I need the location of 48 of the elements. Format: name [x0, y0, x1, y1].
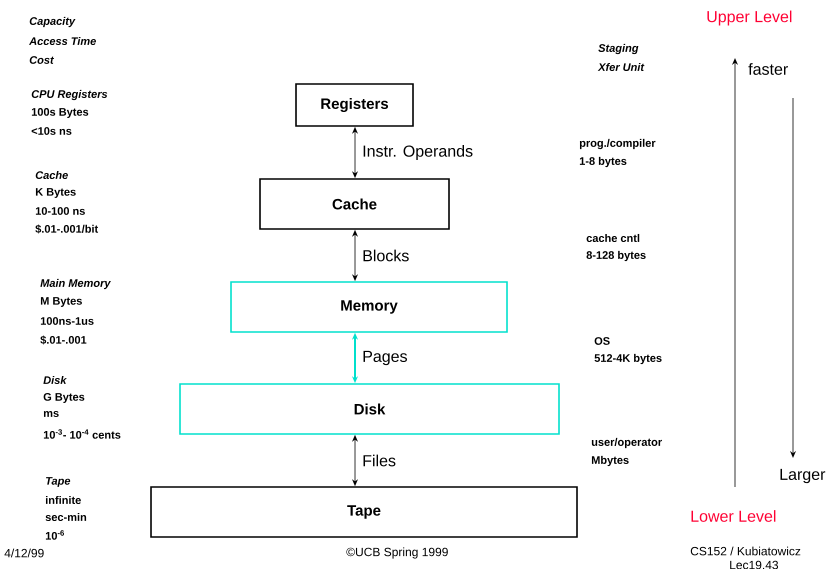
footer-text: Lec19.43 [730, 560, 778, 569]
level-label: Lower Level [692, 510, 776, 522]
column-heading: Cost [30, 56, 54, 64]
column-heading: Xfer Unit [598, 62, 644, 72]
attribute-text: cache cntl [586, 234, 640, 242]
column-heading: Cache [36, 170, 68, 180]
column-heading: Tape [46, 477, 70, 487]
memory-level-box: Memory [230, 281, 508, 333]
attribute-text: 10-100 ns [36, 207, 85, 215]
attribute-text: 10$^{-3}$- 10$^{-4}$ cents [44, 429, 120, 439]
attribute-text: prog./compiler [580, 138, 656, 150]
attribute-text: 512-4K bytes [594, 354, 662, 364]
edge-label: Instr. Operands [364, 145, 472, 160]
attribute-text: 100ns-1us [40, 317, 94, 325]
attribute-text: $.01-.001 [40, 336, 86, 344]
column-heading: Main Memory [40, 278, 111, 290]
direction-label: Larger [780, 468, 826, 484]
direction-label: faster [748, 63, 788, 75]
attribute-text: 10$^{-6}$ [46, 530, 64, 540]
column-heading: Access Time [29, 36, 96, 46]
column-heading: CPU Registers [32, 90, 108, 100]
footer-text: 4/12/99 [4, 548, 44, 558]
memory-level-box: Disk [179, 383, 560, 435]
memory-level-box: Registers [295, 83, 414, 127]
edge-label: Pages [364, 350, 407, 366]
attribute-text: 100s Bytes [32, 108, 88, 118]
attribute-text: user/operator [592, 438, 662, 448]
attribute-text: $.01-.001/bit [35, 224, 98, 234]
attribute-text: Mbytes [592, 456, 629, 466]
memory-level-box: Cache [259, 178, 450, 230]
edge-label: Blocks [364, 250, 409, 262]
attribute-text: M Bytes [40, 297, 82, 307]
column-heading: Staging [598, 44, 638, 54]
attribute-text: OS [594, 337, 610, 345]
attribute-text: G Bytes [44, 393, 84, 403]
footer-text: CS152 / Kubiatowicz [690, 546, 800, 556]
attribute-text: 8-128 bytes [586, 250, 646, 262]
attribute-text: K Bytes [36, 188, 76, 198]
column-heading: Capacity [30, 16, 76, 28]
attribute-text: <10s ns [32, 127, 72, 135]
memory-level-box: Tape [150, 486, 578, 538]
attribute-text: ms [44, 410, 59, 417]
attribute-text: infinite [46, 496, 81, 504]
edge-label: Files [364, 454, 396, 466]
attribute-text: 1-8 bytes [580, 156, 626, 168]
level-label: Upper Level [707, 10, 792, 26]
column-heading: Disk [43, 376, 67, 384]
attribute-text: sec-min [46, 512, 86, 522]
